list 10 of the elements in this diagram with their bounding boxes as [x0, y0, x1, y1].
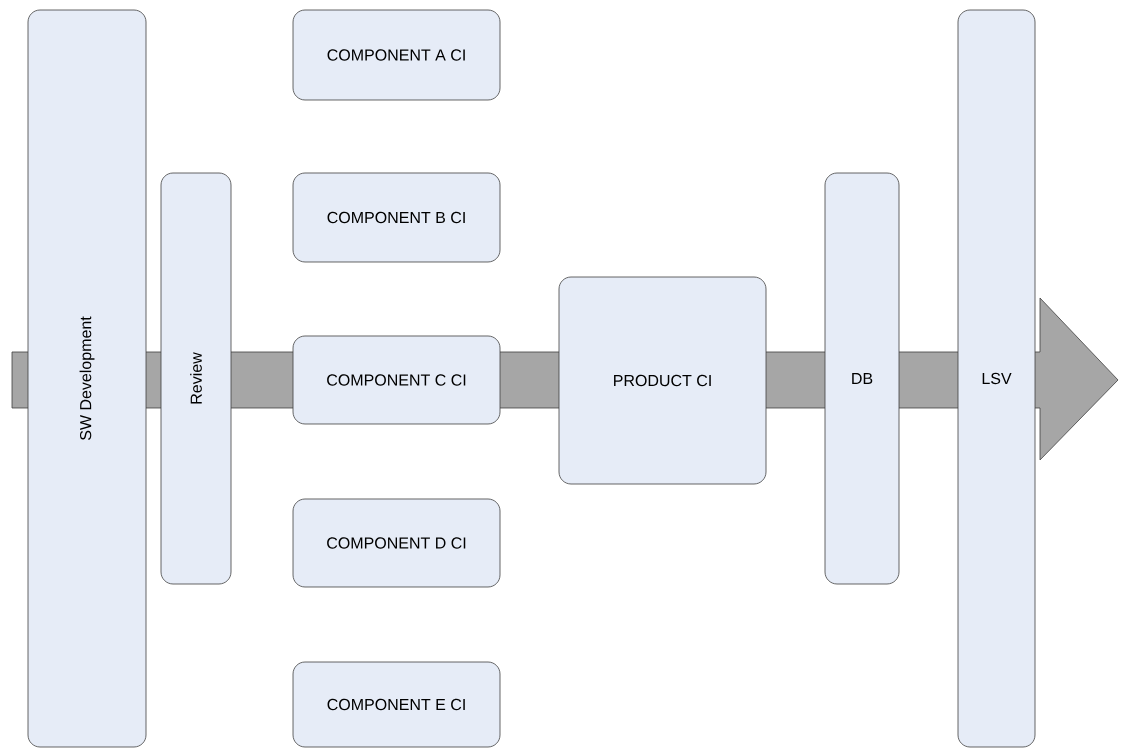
- process-box: PRODUCT CI: [558, 276, 767, 485]
- process-box: SW Development: [27, 9, 147, 748]
- process-box: COMPONENT C CI: [292, 335, 501, 425]
- process-box: COMPONENT B CI: [292, 172, 501, 263]
- process-box: LSV: [957, 9, 1036, 748]
- process-box: COMPONENT E CI: [292, 661, 501, 748]
- process-box: COMPONENT A CI: [292, 9, 501, 101]
- process-box: DB: [824, 172, 900, 585]
- process-box: Review: [160, 172, 232, 585]
- process-box: COMPONENT D CI: [292, 498, 501, 588]
